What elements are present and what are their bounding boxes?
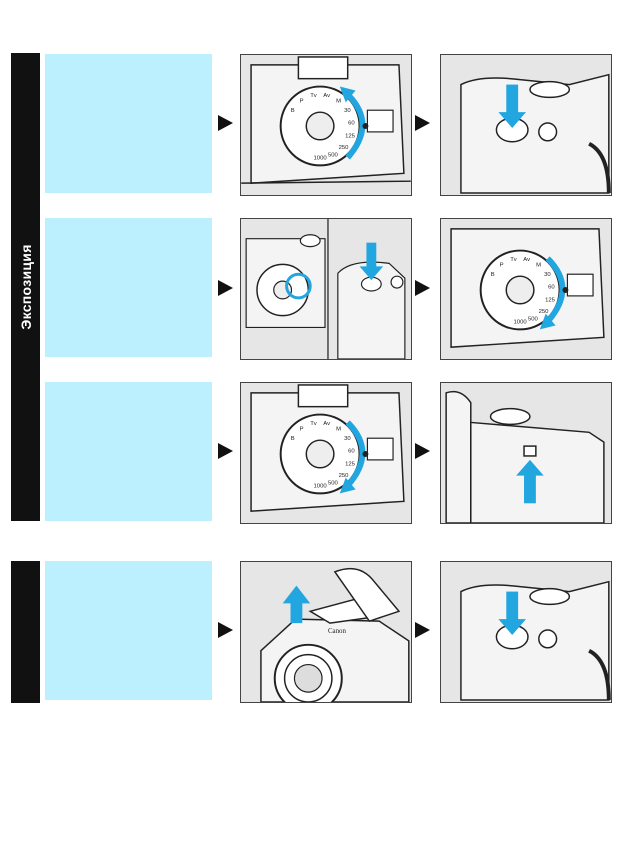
dial-label: Tv <box>310 421 317 427</box>
dial-label: P <box>300 98 304 104</box>
illustration-flash-lift: Canon <box>240 561 412 703</box>
dial-label: M <box>336 426 341 432</box>
dial-label: Av <box>323 93 330 99</box>
dial-label: 1000 <box>314 156 328 162</box>
play-arrow-icon <box>218 115 233 131</box>
dial-label: 60 <box>548 285 555 291</box>
illustration-rear-button <box>440 382 612 524</box>
note-box-3 <box>45 382 212 521</box>
note-box-4 <box>45 561 212 700</box>
dial-label: 125 <box>345 134 356 140</box>
dial-label: M <box>536 262 541 268</box>
play-arrow-icon <box>218 443 233 459</box>
press-arrow-icon <box>506 84 519 115</box>
press-arrow-icon <box>506 591 519 622</box>
note-box-2 <box>45 218 212 357</box>
dial-label: 1000 <box>314 484 328 490</box>
dial-label: B <box>291 436 295 442</box>
dial-label: 30 <box>544 272 551 278</box>
dial-label: 500 <box>528 317 539 323</box>
dial-label: Tv <box>510 257 517 263</box>
dial-label: Av <box>523 257 530 263</box>
play-arrow-icon <box>415 622 430 638</box>
dial-label: M <box>336 98 341 104</box>
note-box-1 <box>45 54 212 193</box>
dial-label: P <box>300 426 304 432</box>
play-arrow-icon <box>415 280 430 296</box>
play-arrow-icon <box>218 622 233 638</box>
dial-label: 125 <box>345 462 356 468</box>
sidebar-label: Экспозиция <box>17 244 34 330</box>
lift-arrow-icon <box>290 601 303 624</box>
dial-label: 125 <box>545 298 556 304</box>
camera-brand-label: Canon <box>328 628 347 635</box>
dial-label: 60 <box>348 449 355 455</box>
press-arrow-icon <box>366 242 377 269</box>
illustration-dial-and-shutter <box>240 218 412 360</box>
dial-label: 250 <box>339 145 350 151</box>
rotate-arrow-icon <box>345 92 366 160</box>
dial-label: 1000 <box>514 320 528 326</box>
dial-label: Tv <box>310 93 317 99</box>
dial-label: 60 <box>348 121 355 127</box>
dial-label: P <box>500 262 504 268</box>
play-arrow-icon <box>218 280 233 296</box>
dial-label: 250 <box>339 473 350 479</box>
rotate-arrow-icon <box>345 420 366 488</box>
illustration-shutter-press-1 <box>440 54 612 196</box>
sidebar-flash <box>11 561 40 703</box>
dial-label: 30 <box>344 108 351 114</box>
rotate-arrow-icon <box>545 256 566 324</box>
play-arrow-icon <box>415 443 430 459</box>
dial-label: B <box>491 272 495 278</box>
dial-label: 500 <box>328 153 339 159</box>
dial-label: 250 <box>539 309 550 315</box>
dial-label: 500 <box>328 481 339 487</box>
play-arrow-icon <box>415 115 430 131</box>
illustration-shutter-press-2 <box>440 561 612 703</box>
dial-label: 30 <box>344 436 351 442</box>
dial-label: Av <box>323 421 330 427</box>
sidebar-exposure: Экспозиция <box>11 53 40 521</box>
lift-arrow-icon <box>524 473 536 504</box>
dial-label: B <box>291 108 295 114</box>
